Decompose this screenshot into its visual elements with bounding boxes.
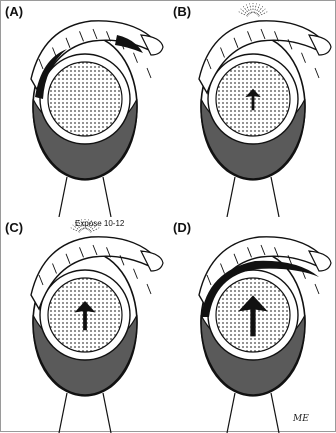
artist-signature: ME <box>293 415 309 424</box>
panel-d-neck-left <box>227 393 235 433</box>
panel-d: (D) <box>169 217 336 433</box>
panel-b: (B) <box>169 1 336 217</box>
panel-d-neck-right <box>271 393 279 433</box>
panel-b-ray <box>250 3 252 13</box>
panel-b-ray <box>243 6 249 14</box>
panel-d-illustration <box>169 217 336 433</box>
panel-a-dotted-disc <box>48 62 122 136</box>
panel-c-flap-stitch <box>147 284 151 294</box>
panel-d-flap-stitch <box>315 284 319 294</box>
panel-a: (A) <box>1 1 169 217</box>
panel-c-ray <box>71 228 80 233</box>
panel-b-ray <box>239 12 248 17</box>
panel-d-label: (D) <box>173 221 191 234</box>
panel-c-neck-right <box>103 393 111 433</box>
panel-b-flap-stitch <box>315 68 319 78</box>
panel-b-ray <box>257 6 263 14</box>
panel-b-flap-stitch <box>302 53 306 63</box>
panel-c-annotation: Expose 10-12 <box>75 220 124 228</box>
panel-c-ray <box>90 228 99 233</box>
panel-a-flap-stitch <box>147 68 151 78</box>
panel-c-illustration <box>1 217 169 433</box>
panel-b-neck-left <box>227 177 235 217</box>
panel-c: (C) Expose 10-12 <box>1 217 169 433</box>
panel-b-neck-right <box>271 177 279 217</box>
panel-b-label: (B) <box>173 5 191 18</box>
panel-a-illustration <box>1 1 169 217</box>
panel-b-ray <box>258 12 267 17</box>
panel-a-flap-stitch <box>134 53 138 63</box>
panel-c-flap-stitch <box>134 269 138 279</box>
panel-c-label: (C) <box>5 221 23 234</box>
panel-a-neck-right <box>103 177 111 217</box>
panel-a-neck-left <box>59 177 67 217</box>
panel-b-illustration <box>169 1 336 217</box>
panel-b-ray <box>254 3 256 13</box>
panel-c-neck-left <box>59 393 67 433</box>
panel-a-label: (A) <box>5 5 23 18</box>
